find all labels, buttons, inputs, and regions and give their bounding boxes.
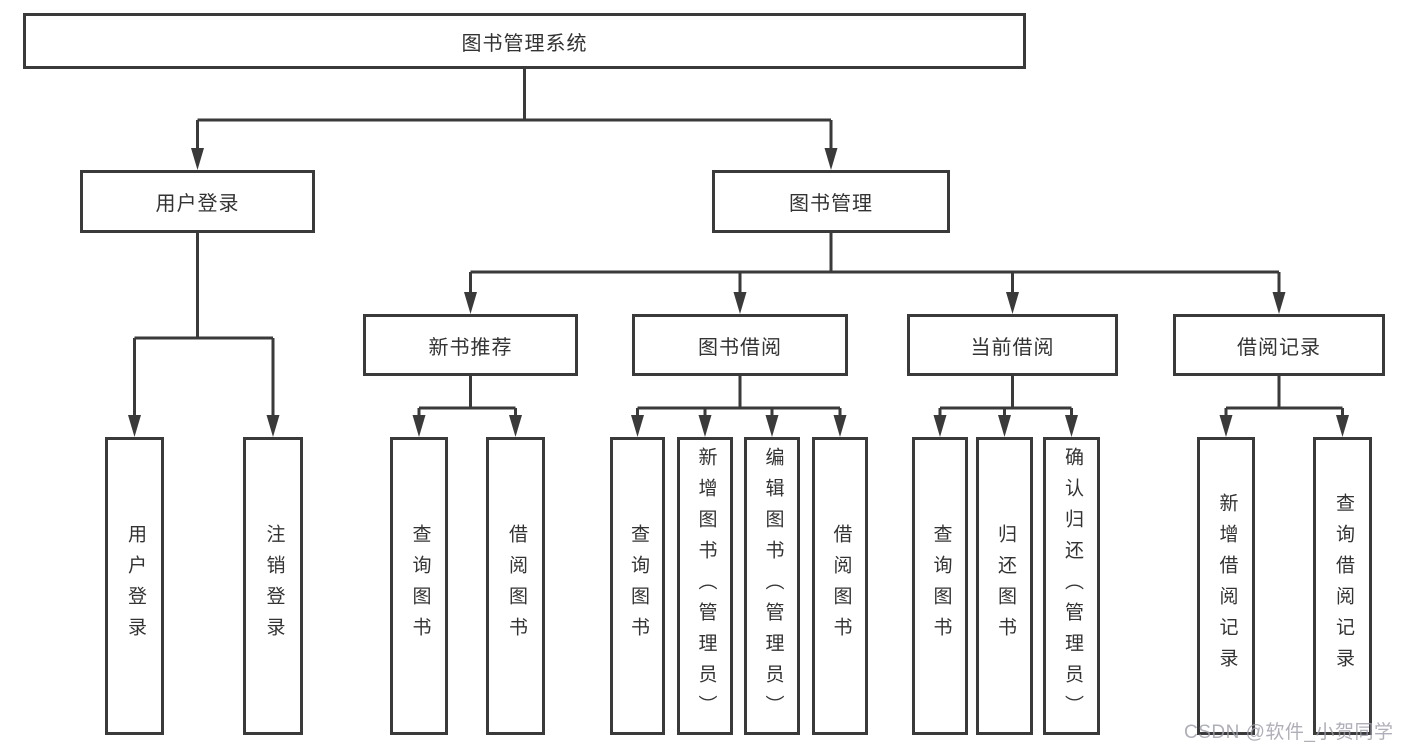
leaf-confirm-return-admin-label: 确认归还（管理员） (1061, 446, 1083, 726)
node-new-book-recommend: 新书推荐 (363, 314, 578, 376)
leaf-query-book-recommend-label: 查询图书 (409, 524, 431, 648)
leaf-add-borrow-record-label: 新增借阅记录 (1216, 493, 1238, 679)
node-current-borrow: 当前借阅 (907, 314, 1118, 376)
node-book-borrow: 图书借阅 (632, 314, 848, 376)
csdn-watermark: CSDN @软件_小贺同学 (1184, 722, 1394, 743)
leaf-add-book-admin: 新增图书（管理员） (677, 437, 733, 735)
leaf-borrow-book-recommend-label: 借阅图书 (505, 524, 527, 648)
leaf-query-borrow-record-label: 查询借阅记录 (1332, 493, 1354, 679)
arrowheads (128, 148, 1349, 437)
leaf-borrow-book-recommend: 借阅图书 (486, 437, 545, 735)
connector-paths (133, 69, 1344, 417)
leaf-return-book: 归还图书 (976, 437, 1033, 735)
node-user-login: 用户登录 (80, 170, 315, 233)
leaf-edit-book-admin-label: 编辑图书（管理员） (762, 446, 784, 726)
leaf-logout: 注销登录 (243, 437, 303, 735)
leaf-query-book-borrow: 查询图书 (610, 437, 665, 735)
leaf-borrow-book-label: 借阅图书 (830, 524, 852, 648)
leaf-add-book-admin-label: 新增图书（管理员） (695, 446, 717, 726)
leaf-add-borrow-record: 新增借阅记录 (1197, 437, 1255, 735)
leaf-return-book-label: 归还图书 (994, 524, 1016, 648)
leaf-query-borrow-record: 查询借阅记录 (1313, 437, 1372, 735)
node-book-management: 图书管理 (712, 170, 950, 233)
leaf-borrow-book: 借阅图书 (812, 437, 868, 735)
node-root: 图书管理系统 (23, 13, 1026, 69)
leaf-query-book-current-label: 查询图书 (930, 524, 952, 648)
leaf-user-login: 用户登录 (105, 437, 164, 735)
leaf-logout-label: 注销登录 (263, 524, 285, 648)
leaf-query-book-current: 查询图书 (912, 437, 968, 735)
leaf-edit-book-admin: 编辑图书（管理员） (744, 437, 800, 735)
node-borrow-record: 借阅记录 (1173, 314, 1385, 376)
leaf-user-login-label: 用户登录 (124, 524, 146, 648)
leaf-confirm-return-admin: 确认归还（管理员） (1043, 437, 1100, 735)
leaf-query-book-borrow-label: 查询图书 (627, 524, 649, 648)
leaf-query-book-recommend: 查询图书 (390, 437, 448, 735)
